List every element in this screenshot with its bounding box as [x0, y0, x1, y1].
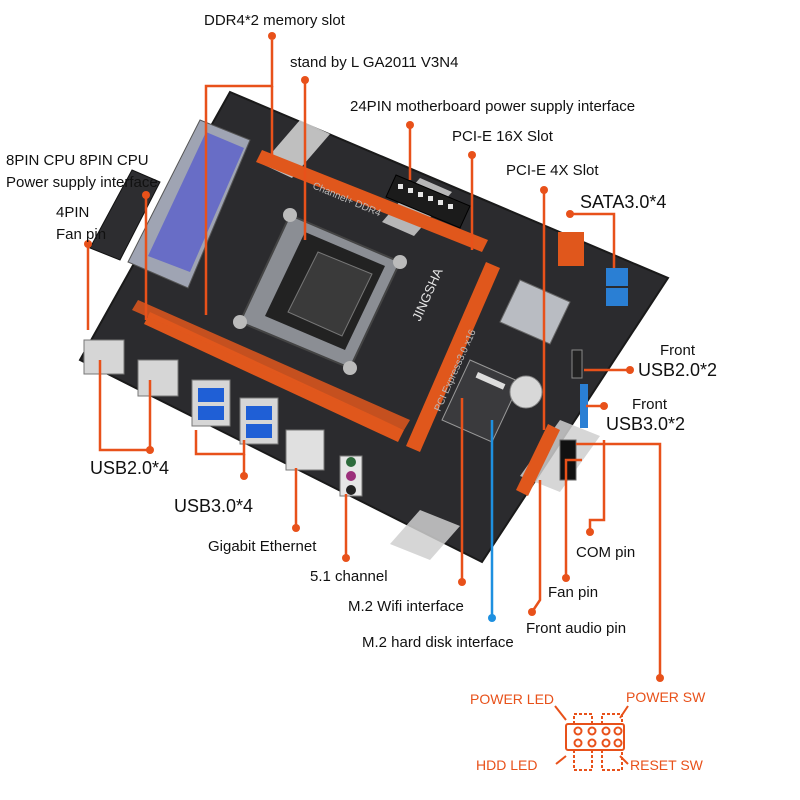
motherboard-pcb	[78, 90, 670, 564]
chipset-heatsink	[499, 279, 571, 345]
front-panel-header-diagram	[554, 705, 629, 771]
label-reset-sw: RESET SW	[630, 757, 703, 773]
pcie-x4-slot	[516, 424, 560, 496]
label-sata: SATA3.0*4	[580, 192, 667, 212]
label-com-pin: COM pin	[576, 544, 636, 561]
atx-24pin-connector	[385, 174, 471, 229]
label-pcie-16x: PCI-E 16X Slot	[452, 128, 553, 145]
label-ddr4-slot: DDR4*2 memory slot	[204, 12, 345, 29]
label-gigabit-ethernet: Gigabit Ethernet	[208, 538, 317, 555]
label-m2-disk: M.2 hard disk interface	[362, 634, 514, 651]
front-usb2-header	[571, 349, 583, 379]
cmos-battery	[509, 375, 543, 409]
label-fan-pin: Fan pin	[548, 584, 599, 601]
label-m2-wifi: M.2 Wifi interface	[348, 598, 464, 615]
cpu-socket	[233, 208, 407, 375]
label-pcie-4x: PCI-E 4X Slot	[506, 162, 599, 179]
front-usb3-header	[580, 384, 588, 428]
ddr4-slot-1	[256, 150, 488, 252]
label-usb2-rear: USB2.0*4	[90, 458, 170, 478]
label-24pin-power: 24PIN motherboard power supply interface	[350, 98, 636, 115]
label-front-usb2-line1: Front	[660, 342, 696, 359]
ddr4-slot-2	[144, 312, 404, 442]
sata-ports	[558, 232, 628, 306]
pcie-x16-slot	[406, 262, 500, 452]
label-front-usb3-line2: USB3.0*2	[606, 414, 686, 434]
label-audio-51: 5.1 channel	[310, 568, 388, 585]
rear-io	[83, 339, 363, 497]
label-cpu-power-line1: 8PIN CPU 8PIN CPU	[6, 152, 149, 169]
label-cpu-power-line2: Power supply interface	[6, 174, 158, 191]
label-power-led: POWER LED	[470, 691, 555, 707]
label-fan4-line1: 4PIN	[56, 204, 90, 221]
label-front-usb3-line1: Front	[632, 396, 668, 413]
label-socket-support: stand by L GA2011 V3N4	[290, 54, 459, 71]
label-fan4-line2: Fan pin	[56, 226, 107, 243]
label-usb3-rear: USB3.0*4	[174, 496, 254, 516]
label-front-audio: Front audio pin	[526, 620, 627, 637]
label-front-usb2-line2: USB2.0*2	[638, 360, 718, 380]
label-power-sw: POWER SW	[626, 689, 706, 705]
label-hdd-led: HDD LED	[476, 757, 538, 773]
